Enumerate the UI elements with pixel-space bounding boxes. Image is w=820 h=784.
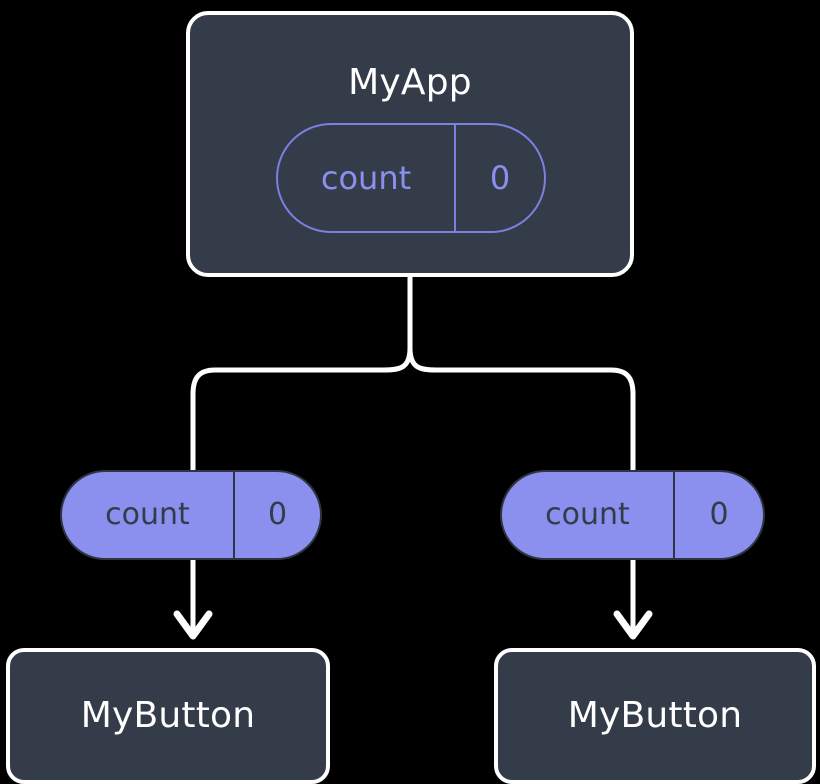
state-pill-key: count (105, 497, 190, 532)
arrow-down-icon-left (173, 610, 213, 640)
state-pill-key: count (545, 497, 630, 532)
component-node-mybutton-left[interactable]: MyButton (6, 648, 330, 784)
state-pill-value: 0 (454, 125, 544, 231)
connector-branch-left (190, 345, 413, 481)
component-label-mybutton: MyButton (80, 695, 256, 736)
state-pill-key: count (320, 159, 412, 197)
state-pill-myapp[interactable]: count 0 (276, 123, 546, 233)
connector-branch-right (407, 345, 636, 481)
component-label-mybutton: MyButton (567, 695, 743, 736)
state-pill-child-left[interactable]: count 0 (60, 470, 322, 560)
state-pill-value: 0 (673, 472, 763, 558)
state-pill-child-right[interactable]: count 0 (500, 470, 765, 560)
arrow-down-icon-right (613, 610, 653, 640)
state-pill-value: 0 (233, 472, 320, 558)
component-label-myapp: MyApp (348, 62, 472, 103)
component-node-mybutton-right[interactable]: MyButton (494, 648, 816, 784)
